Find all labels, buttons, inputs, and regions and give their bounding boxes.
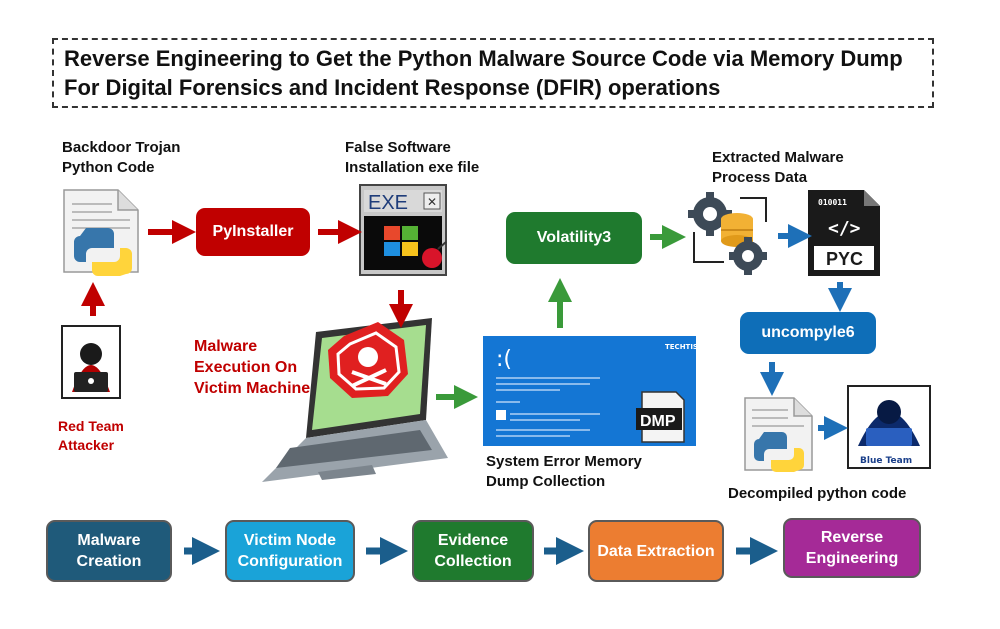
pyinstaller-box: PyInstaller <box>196 208 310 256</box>
bsod-face: :( <box>496 347 512 372</box>
extracted-data-label: Extracted Malware Process Data <box>712 149 844 186</box>
false-software-label: False Software Installation exe file <box>345 139 480 176</box>
python-file-icon <box>63 189 139 276</box>
decompiled-label: Decompiled python code <box>728 485 907 502</box>
dmp-text: DMP <box>640 413 676 430</box>
decompiled-python-file-icon <box>744 397 813 472</box>
memory-dump-label: System Error Memory Dump Collection <box>486 453 642 490</box>
danger-sign-icon <box>328 322 408 398</box>
phase-reverse-engineering: Reverse Engineering <box>783 518 921 578</box>
diagram-title: Reverse Engineering to Get the Python Ma… <box>52 38 934 108</box>
phase-evidence-collection: Evidence Collection <box>412 520 534 582</box>
blue-team-icon: Blue Team <box>847 385 931 469</box>
exe-file-icon: EXE ✕ <box>359 184 447 276</box>
blue-screen-dump-icon: :( TECHTIS DMP <box>483 336 698 446</box>
gears-database-icon <box>688 192 767 275</box>
pyc-bits: 010011 <box>818 198 847 207</box>
pyc-file-icon: 010011 </> PYC <box>808 190 880 276</box>
exe-text: EXE <box>368 192 408 214</box>
exe-close-icon: ✕ <box>427 195 437 209</box>
malware-execution-label: Malware Execution On Victim Machine <box>194 338 311 397</box>
phase-malware-creation: Malware Creation <box>46 520 172 582</box>
pyc-code: </> <box>828 218 861 239</box>
red-team-label: Red Team Attacker <box>58 418 124 453</box>
pyc-text: PYC <box>826 249 863 269</box>
bsod-brand: TECHTIS <box>665 343 698 351</box>
uncompyle6-box: uncompyle6 <box>740 312 876 354</box>
red-team-hacker-icon <box>61 325 121 399</box>
volatility3-box: Volatility3 <box>506 212 642 264</box>
phase-data-extraction: Data Extraction <box>588 520 724 582</box>
phase-victim-node-configuration: Victim Node Configuration <box>225 520 355 582</box>
backdoor-label: Backdoor Trojan Python Code <box>62 139 181 176</box>
blue-team-text: Blue Team <box>860 456 912 466</box>
